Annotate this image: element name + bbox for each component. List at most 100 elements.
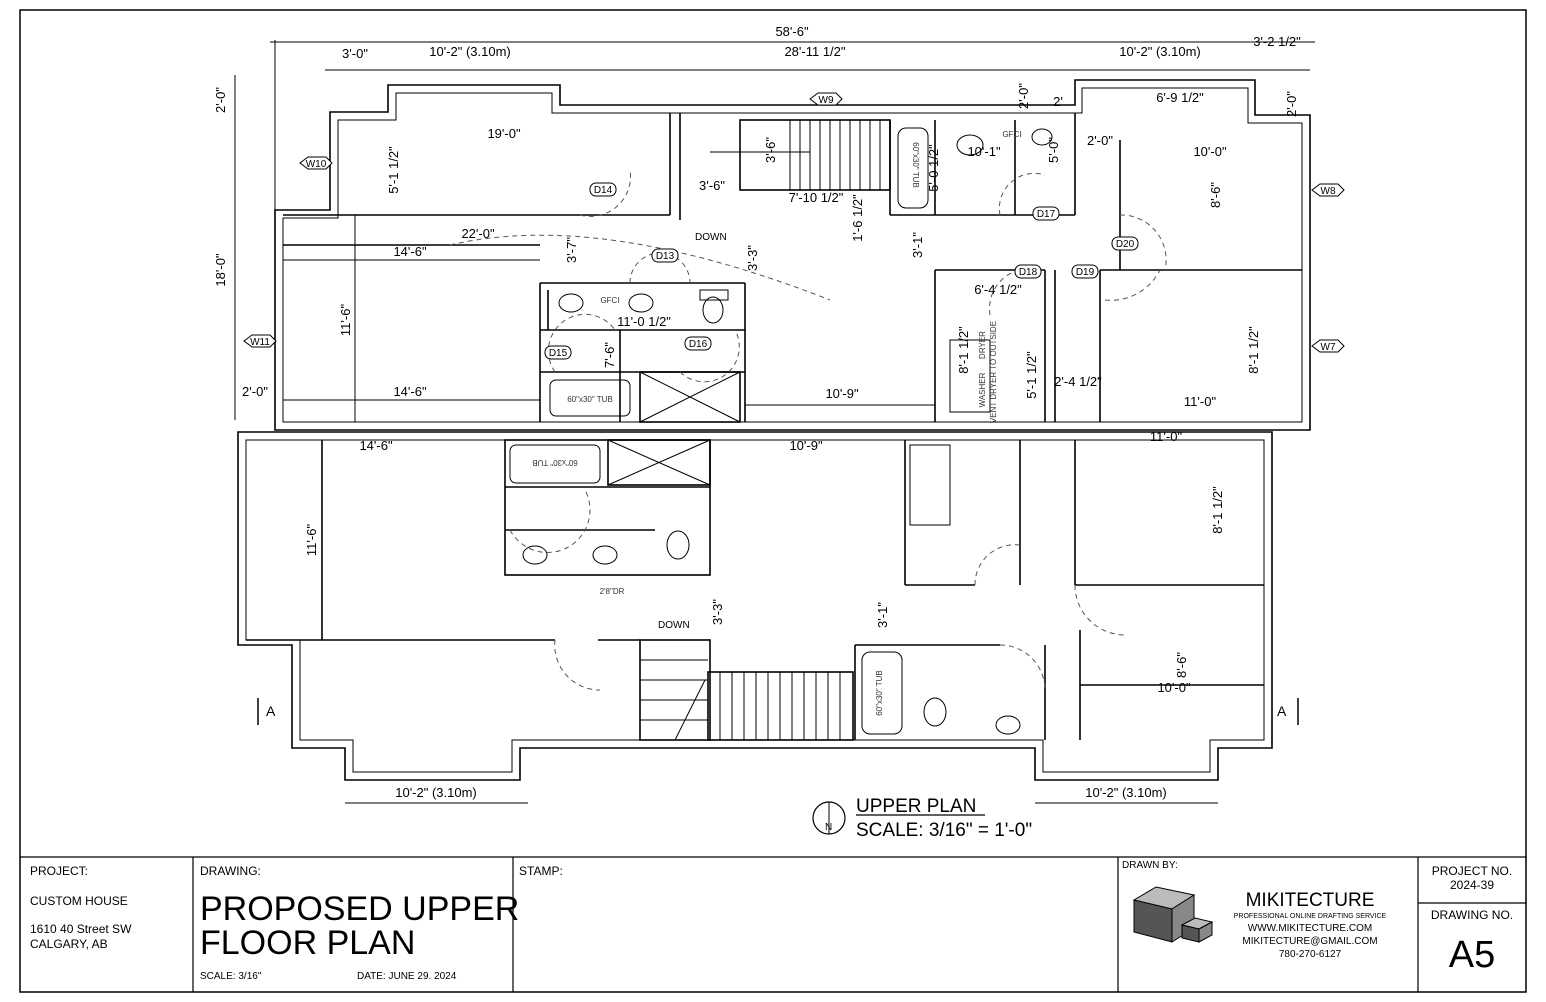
dim-room-1-6: 1'-6 1/2"	[850, 194, 865, 242]
plan-scale: SCALE: 3/16" = 1'-0"	[856, 820, 1032, 841]
dim-room-22: 22'-0"	[461, 226, 495, 241]
dim-room-8-6b: 8'-6"	[1174, 652, 1189, 678]
door-tag-d19: D19	[1076, 267, 1095, 278]
project-no: 2024-39	[1449, 878, 1495, 892]
down-label-upper: DOWN	[695, 232, 727, 243]
lower-plan	[237, 431, 1273, 781]
dim-room-6-9: 6'-9 1/2"	[1156, 90, 1204, 105]
dim-room-3-1b: 3'-1"	[875, 602, 890, 628]
firm-tagline: PROFESSIONAL ONLINE DRAFTING SERVICE	[1233, 913, 1387, 920]
dim-top-left-gap: 3'-0"	[342, 46, 368, 61]
dim-room-2-4: 2'-4 1/2"	[1054, 374, 1102, 389]
dimension-lines	[234, 40, 1315, 804]
firm-logo-icon	[1132, 886, 1214, 943]
down-label-lower: DOWN	[658, 620, 690, 631]
firm-website: WWW.MIKITECTURE.COM	[1247, 923, 1373, 934]
dim-room-10-0b: 10'-0"	[1157, 680, 1191, 695]
dim-bottom-bay-left: 10'-2" (3.10m)	[395, 785, 477, 800]
dim-room-14-6-b: 14'-6"	[393, 384, 427, 399]
dim-room-5-1: 5'-1 1/2"	[386, 146, 401, 194]
dim-room-2-0r3: 2'-0"	[1087, 133, 1113, 148]
dim-room-5-0a: 5'-0 1/2"	[926, 144, 941, 192]
dim-room-8-6a: 8'-6"	[1208, 182, 1223, 208]
label-door-size: 2'8"DR	[600, 587, 625, 596]
dim-room-5-0b: 5'-0"	[1046, 137, 1061, 163]
door-tag-d17: D17	[1037, 209, 1056, 220]
project-no-label: PROJECT NO.	[1431, 864, 1513, 878]
dim-room-8-1b: 8'-1 1/2"	[1246, 326, 1261, 374]
dim-room-11-0: 11'-0 1/2"	[617, 314, 671, 329]
drawing-no: A5	[1448, 934, 1496, 976]
dim-room-19: 19'-0"	[487, 126, 521, 141]
lower-door-swings	[509, 489, 1126, 691]
stamp-label: STAMP:	[519, 864, 563, 878]
dim-top-middle: 28'-11 1/2"	[784, 44, 845, 59]
dim-room-7-10: 7'-10 1/2"	[789, 190, 844, 205]
dim-room-3-7: 3'-7"	[564, 237, 579, 263]
window-tag-w7: W7	[1321, 342, 1336, 353]
label-tub-d: 60"x30" TUB	[875, 670, 884, 716]
door-tags	[544, 182, 1139, 360]
label-dryer: DRYER	[978, 331, 987, 359]
dim-room-3-1a: 3'-1"	[910, 232, 925, 258]
project-address-2: CALGARY, AB	[30, 937, 108, 951]
section-marker-left: A	[266, 703, 276, 719]
project-label: PROJECT:	[30, 864, 89, 878]
dim-room-10-1: 10'-1"	[967, 144, 1001, 159]
section-marker-right: A	[1277, 703, 1287, 719]
plan-title: UPPER PLAN	[856, 796, 976, 817]
project-address-1: 1610 40 Street SW	[30, 922, 132, 936]
window-tag-w9: W9	[819, 95, 834, 106]
north-label: N	[825, 822, 832, 833]
label-gfci-a: GFCI	[600, 296, 619, 305]
label-tub-c: 60"x30" TUB	[911, 142, 920, 188]
dim-top-far-right: 3'-2 1/2"	[1253, 34, 1301, 49]
window-tag-w11: W11	[250, 337, 270, 348]
title-block-frame	[20, 856, 1526, 992]
firm-email: MIKITECTURE@GMAIL.COM	[1242, 936, 1378, 947]
drawing-label: DRAWING:	[200, 864, 261, 878]
door-tag-d15: D15	[549, 348, 568, 359]
project-name: CUSTOM HOUSE	[30, 894, 128, 908]
drawing-no-label: DRAWING NO.	[1430, 908, 1514, 922]
dim-room-14-6-c: 14'-6"	[359, 438, 393, 453]
dim-room-6-4: 6'-4 1/2"	[974, 282, 1022, 297]
dim-room-11-0a: 11'-0"	[1184, 394, 1217, 409]
label-washer: WASHER	[978, 372, 987, 407]
sheet-border	[19, 9, 1527, 993]
dim-overall-width: 58'-6"	[775, 24, 809, 39]
dim-room-3-3a: 3'-3"	[745, 245, 760, 271]
drawing-date: DATE: JUNE 29. 2024	[357, 971, 457, 982]
label-tub-b: 60"x30" TUB	[532, 458, 578, 467]
dim-room-8-1c: 8'-1 1/2"	[1210, 486, 1225, 534]
window-tag-w10: W10	[306, 159, 327, 170]
dim-room-14-6-a: 14'-6"	[393, 244, 427, 259]
window-tags	[243, 92, 1345, 353]
dim-room-10-0a: 10'-0"	[1193, 144, 1227, 159]
dim-room-2-2: 2'	[1053, 94, 1063, 109]
drawing-title-line-2: FLOOR PLAN	[200, 924, 416, 962]
drawing-scale: SCALE: 3/16"	[200, 971, 262, 982]
drawing-title-line-1: PROPOSED UPPER	[200, 890, 520, 928]
dim-room-2-0r2: 2'-0"	[1284, 91, 1299, 117]
door-tag-d13: D13	[656, 251, 675, 262]
dim-room-5-1b: 5'-1 1/2"	[1024, 351, 1039, 399]
dim-room-3-3b: 3'-3"	[710, 599, 725, 625]
dim-left-18ft: 18'-0"	[213, 253, 228, 287]
dim-room-10-9b: 10'-9"	[789, 438, 823, 453]
dim-room-7-6: 7'-6"	[602, 342, 617, 368]
dim-room-11-0b: 11'-0"	[1150, 429, 1183, 444]
dim-top-bay-left: 10'-2" (3.10m)	[429, 44, 511, 59]
upper-plan	[274, 79, 1311, 431]
dim-room-11-6-b: 11'-6"	[304, 524, 319, 557]
firm-name: MIKITECTURE	[1245, 890, 1375, 911]
door-tag-d14: D14	[594, 185, 613, 196]
dim-left-2ft: 2'-0"	[213, 87, 228, 113]
drawn-by-label: DRAWN BY:	[1122, 860, 1178, 871]
label-gfci-b: GFCI	[1002, 130, 1021, 139]
door-tag-d16: D16	[689, 339, 708, 350]
dim-bottom-bay-right: 10'-2" (3.10m)	[1085, 785, 1167, 800]
dim-room-3-6a: 3'-6"	[699, 178, 725, 193]
